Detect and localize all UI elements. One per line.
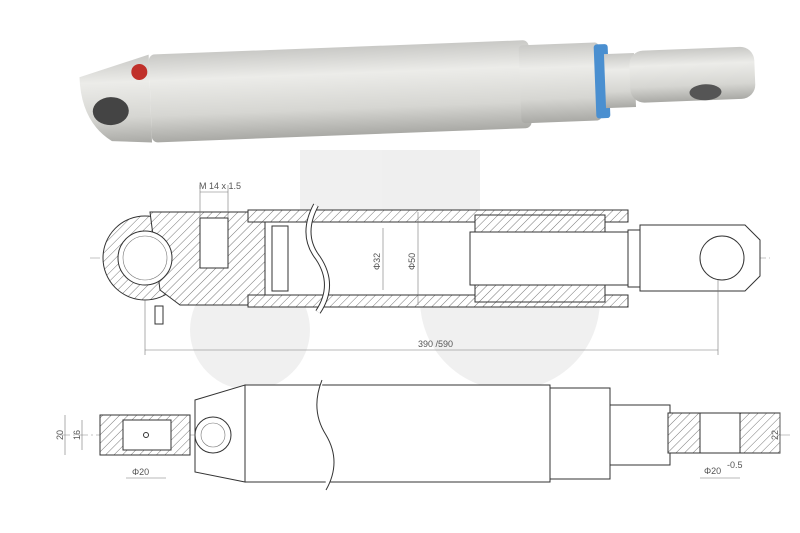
side-view: 20 16 Φ20 Φ20 -0.5 22 — [55, 379, 790, 491]
port-plug — [131, 63, 148, 80]
length-label: 390 /590 — [418, 339, 453, 349]
eye-width-inner-label: 16 — [72, 430, 82, 440]
right-eye-hole-tolerance: -0.5 — [727, 460, 743, 470]
right-eye-width-label: 22 — [770, 430, 780, 440]
eye-width-outer-label: 20 — [55, 430, 65, 440]
bore-diameter-label: Φ50 — [407, 253, 417, 270]
rod-diameter-label: Φ32 — [372, 253, 382, 270]
left-eye-hole-label: Φ20 — [132, 467, 149, 477]
thread-label: M 14 x 1.5 — [199, 181, 241, 191]
cylinder-photo — [79, 40, 756, 143]
right-eye-hole-label: Φ20 — [704, 466, 721, 476]
section-view: 390 /590 M 14 x 1.5 Φ32 Φ50 — [90, 181, 770, 355]
